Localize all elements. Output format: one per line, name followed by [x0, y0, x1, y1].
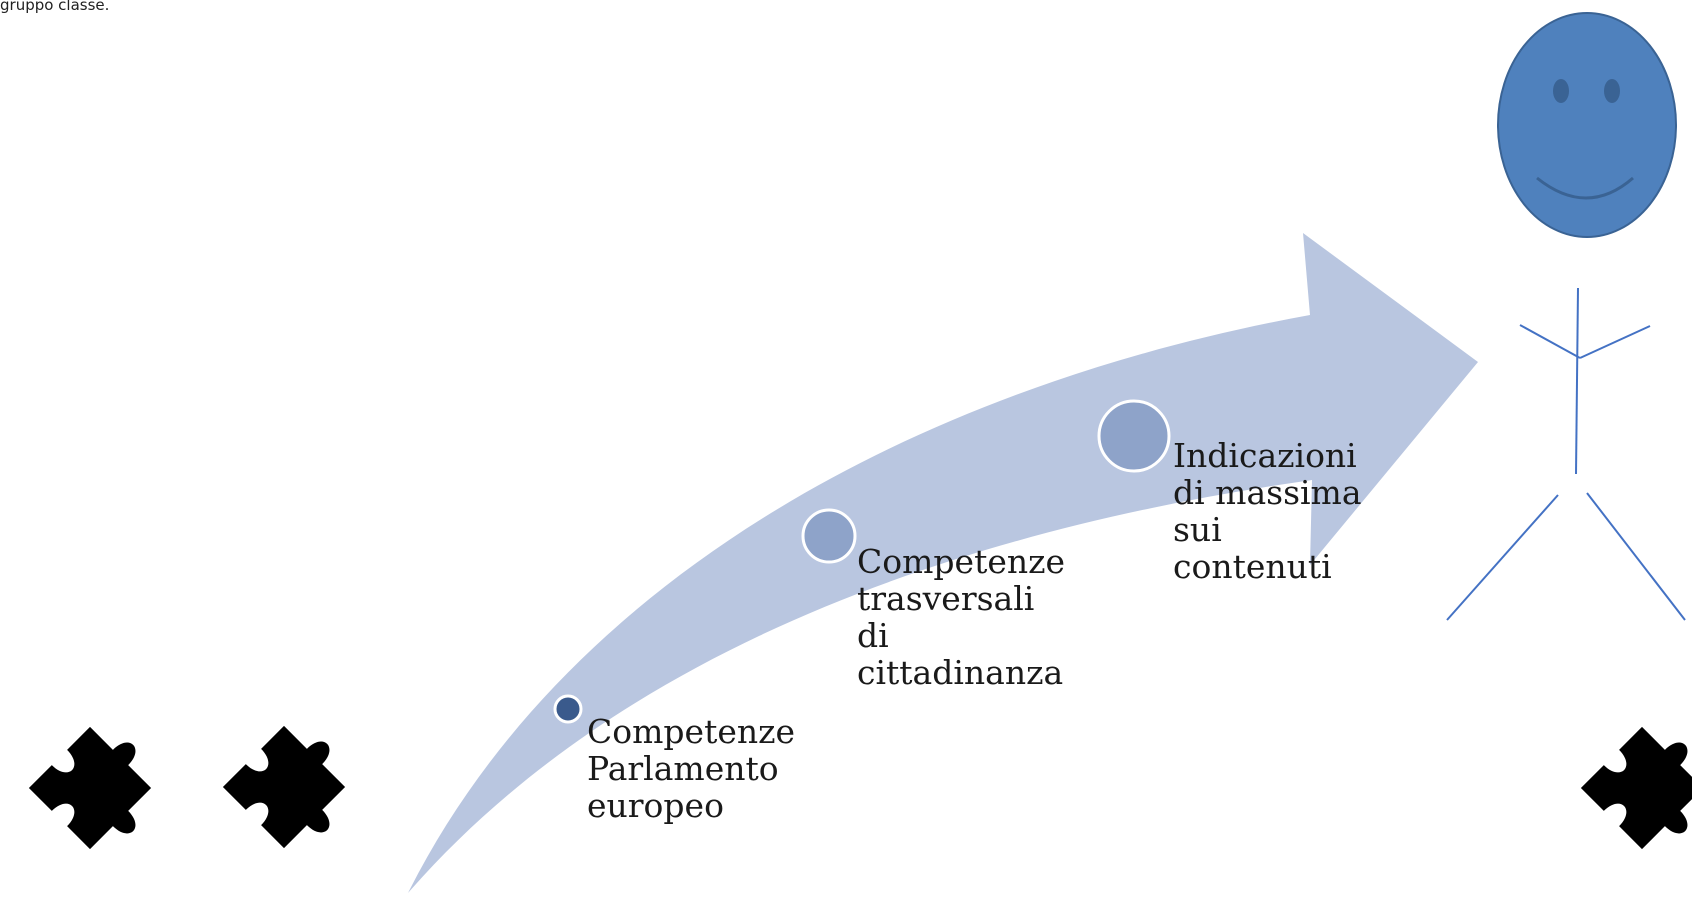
- puzzle-piece-icon: [1580, 714, 1692, 862]
- smiley-head-icon: [1497, 12, 1677, 238]
- step-label-3: Indicazioni di massima sui contenuti: [1173, 436, 1362, 586]
- step-marker-3: [1097, 399, 1171, 473]
- top-text-fragment: gruppo classe.: [0, 0, 110, 14]
- step-label-2: Competenze trasversali di cittadinanza: [857, 542, 1066, 692]
- step-label-1: Competenze Parlamento europeo: [587, 712, 796, 825]
- step-marker-2: [801, 508, 857, 564]
- puzzle-piece-icon: [28, 714, 177, 862]
- stick-figure-icon: [1446, 12, 1686, 621]
- step-marker-1: [553, 694, 583, 724]
- puzzle-piece-icon: [222, 713, 371, 861]
- progression-arrow: [408, 233, 1478, 893]
